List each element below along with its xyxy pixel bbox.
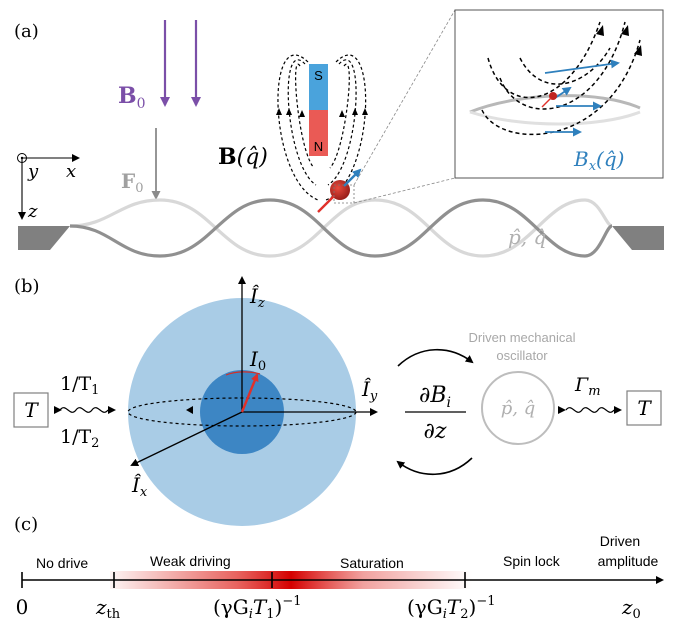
- tick-label-zero: 0: [16, 595, 29, 619]
- bq-label: B(q̂): [218, 144, 268, 170]
- left-bath-box: [13, 392, 49, 428]
- f0-label: F0: [121, 169, 143, 196]
- left-coupling-wave: [54, 406, 193, 414]
- panel-b-label: (b): [14, 276, 40, 297]
- zoom-line-top: [353, 9, 456, 186]
- tick-label-t1: (γGiT1)−1: [213, 594, 302, 622]
- right-bath-box: [626, 390, 662, 426]
- pq-label: p̂, q̂: [508, 225, 546, 249]
- gamma-label: Γm: [574, 374, 601, 399]
- region-no-drive: No drive: [36, 555, 88, 571]
- iy-label: Îy: [361, 377, 378, 404]
- b0-label: B0: [118, 83, 146, 112]
- magnet-s-label: S: [314, 68, 323, 83]
- coupling-arrow-bottom: [396, 457, 473, 476]
- right-coupling-wave: [558, 406, 622, 414]
- tick-label-t2: (γGiT2)−1: [407, 594, 496, 622]
- oscillator-circle: [481, 371, 555, 445]
- left-bath-label: T: [24, 398, 39, 422]
- zoom-line-bottom: [353, 177, 456, 204]
- zoom-region: [333, 184, 355, 204]
- beam-mode-dark: [69, 198, 613, 258]
- panel-a-label: (a): [14, 21, 39, 42]
- right-clamp: [612, 226, 664, 250]
- coordinate-axes: y x z: [17, 153, 80, 222]
- magnet-south: [309, 64, 328, 110]
- right-bath-label: T: [637, 396, 652, 420]
- rate-t1-label: 1/T1: [60, 373, 99, 398]
- tick-label-zth: zth: [95, 595, 121, 622]
- spin-moment-red: [317, 195, 335, 213]
- beam-mode-light: [69, 198, 613, 258]
- gradient-numerator: ∂Bi: [419, 383, 451, 411]
- axis-x-label: x: [66, 161, 76, 182]
- left-clamp: [18, 226, 70, 250]
- iz-label: Îz: [249, 284, 265, 311]
- oscillator-title-line2: oscillator: [496, 348, 548, 363]
- magnet-n-label: N: [314, 139, 323, 154]
- oscillator-pq-label: p̂, q̂: [501, 398, 536, 419]
- inset-bx-label: Bx(q̂): [573, 147, 624, 174]
- panel-c: (c) No drive Weak driving Saturation Spi…: [14, 514, 664, 622]
- axis-z-label: z: [27, 201, 38, 222]
- axis-ix: [130, 411, 243, 466]
- i0-label: I0: [249, 347, 266, 374]
- region-saturation: Saturation: [340, 555, 404, 571]
- panel-a: (a) B0 F0 y x z p̂, q̂: [14, 9, 664, 258]
- rate-t2-label: 1/T2: [60, 426, 99, 451]
- magnet-north: [309, 110, 328, 156]
- tick-label-z0: z0: [621, 595, 641, 622]
- region-weak-driving: Weak driving: [150, 553, 231, 569]
- gradient-denominator: ∂z: [424, 419, 447, 444]
- field-line-arrows: [276, 108, 368, 117]
- ix-label: Îx: [131, 473, 148, 500]
- inset: Bx(q̂): [454, 9, 664, 179]
- panel-c-label: (c): [14, 514, 38, 535]
- axis-y-label: y: [27, 161, 39, 182]
- panel-b: (b) Îz Îy Îx I0 T 1/T1 1/T2 ∂Bi ∂z D: [13, 276, 662, 526]
- axis-end-label-line1: Driven: [600, 533, 640, 549]
- coupling-arrow-top: [397, 348, 474, 367]
- spin-vector: [240, 373, 259, 413]
- oscillator-title-line1: Driven mechanical: [469, 330, 576, 345]
- axis-end-label-line2: amplitude: [598, 553, 659, 569]
- inset-frame: [454, 9, 664, 179]
- region-spin-lock: Spin lock: [503, 553, 561, 569]
- spin-moment-blue: [343, 168, 362, 187]
